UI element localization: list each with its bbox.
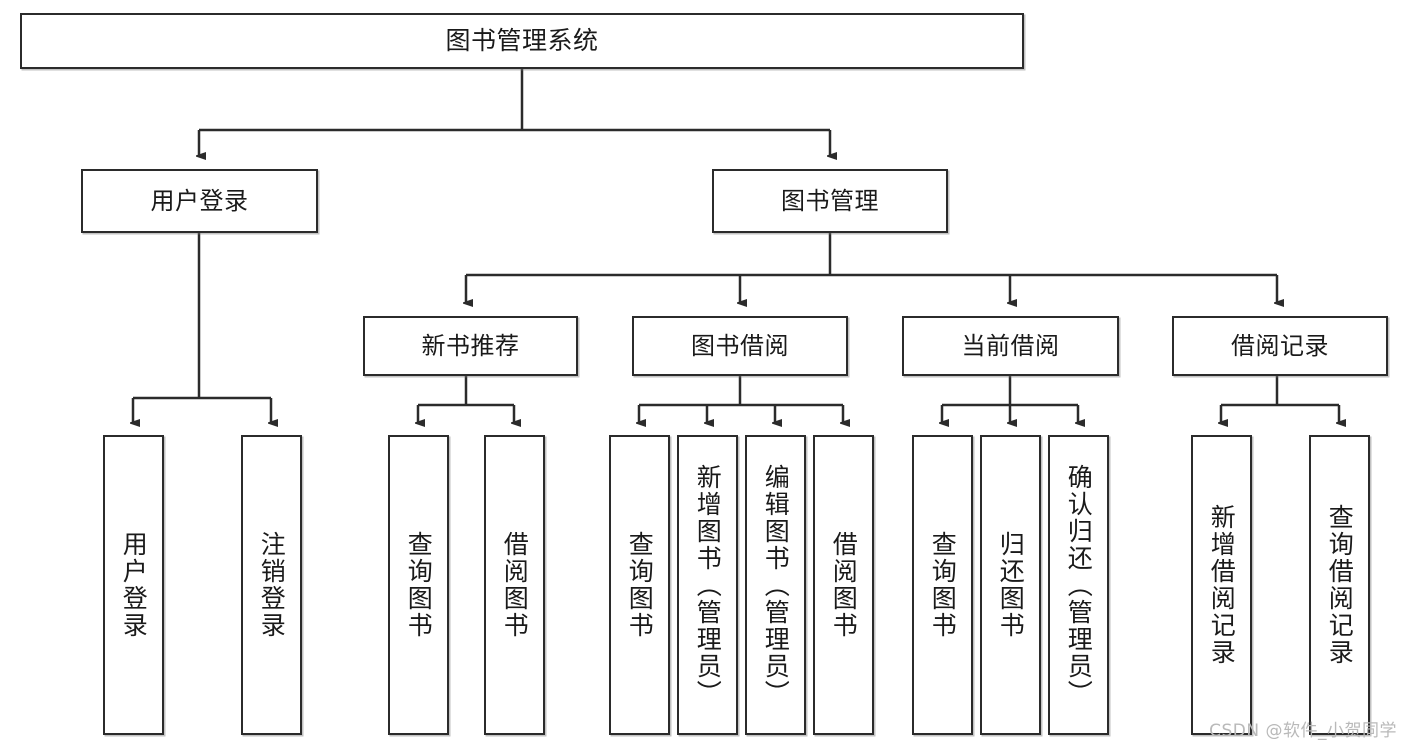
- node-leaf-return-book[interactable]: 归还图书: [980, 435, 1041, 735]
- node-leaf-logout-login[interactable]: 注销登录: [241, 435, 302, 735]
- node-borrow-record[interactable]: 借阅记录: [1172, 316, 1388, 376]
- node-root[interactable]: 图书管理系统: [20, 13, 1024, 69]
- node-leaf-query-book-1-label: 查询图书: [404, 531, 434, 639]
- node-leaf-edit-book[interactable]: 编辑图书（管理员）: [745, 435, 806, 735]
- node-new-book-recommend-label: 新书推荐: [421, 331, 520, 360]
- node-leaf-query-book-3[interactable]: 查询图书: [912, 435, 973, 735]
- node-book-borrow-label: 图书借阅: [691, 331, 789, 360]
- node-leaf-confirm-return[interactable]: 确认归还（管理员）: [1048, 435, 1109, 735]
- node-leaf-query-record-label: 查询借阅记录: [1325, 504, 1355, 666]
- node-book-manage[interactable]: 图书管理: [712, 169, 948, 233]
- node-leaf-edit-book-label: 编辑图书（管理员）: [761, 463, 791, 707]
- node-leaf-return-book-label: 归还图书: [996, 531, 1026, 639]
- node-leaf-query-book-2-label: 查询图书: [625, 531, 655, 639]
- node-current-borrow[interactable]: 当前借阅: [902, 316, 1119, 376]
- node-leaf-add-record-label: 新增借阅记录: [1207, 504, 1237, 666]
- node-book-manage-label: 图书管理: [781, 186, 879, 215]
- node-leaf-query-book-2[interactable]: 查询图书: [609, 435, 670, 735]
- node-leaf-query-record[interactable]: 查询借阅记录: [1309, 435, 1370, 735]
- node-leaf-add-record[interactable]: 新增借阅记录: [1191, 435, 1252, 735]
- node-user-login[interactable]: 用户登录: [81, 169, 318, 233]
- node-leaf-add-book-label: 新增图书（管理员）: [693, 463, 723, 707]
- node-leaf-borrow-book-2[interactable]: 借阅图书: [813, 435, 874, 735]
- node-root-label: 图书管理系统: [445, 26, 599, 56]
- node-leaf-add-book[interactable]: 新增图书（管理员）: [677, 435, 738, 735]
- node-leaf-user-login[interactable]: 用户登录: [103, 435, 164, 735]
- node-leaf-query-book-3-label: 查询图书: [928, 531, 958, 639]
- node-leaf-query-book-1[interactable]: 查询图书: [388, 435, 449, 735]
- node-leaf-borrow-book-1-label: 借阅图书: [500, 531, 530, 639]
- node-leaf-borrow-book-2-label: 借阅图书: [829, 531, 859, 639]
- node-leaf-user-login-label: 用户登录: [119, 531, 149, 639]
- node-borrow-record-label: 借阅记录: [1231, 331, 1329, 360]
- node-new-book-recommend[interactable]: 新书推荐: [363, 316, 578, 376]
- node-user-login-label: 用户登录: [150, 186, 249, 215]
- node-current-borrow-label: 当前借阅: [961, 331, 1060, 360]
- node-leaf-logout-login-label: 注销登录: [257, 531, 287, 639]
- csdn-watermark: CSDN @软件_小贺同学: [1209, 721, 1397, 741]
- node-leaf-confirm-return-label: 确认归还（管理员）: [1064, 463, 1094, 707]
- node-leaf-borrow-book-1[interactable]: 借阅图书: [484, 435, 545, 735]
- node-book-borrow[interactable]: 图书借阅: [632, 316, 848, 376]
